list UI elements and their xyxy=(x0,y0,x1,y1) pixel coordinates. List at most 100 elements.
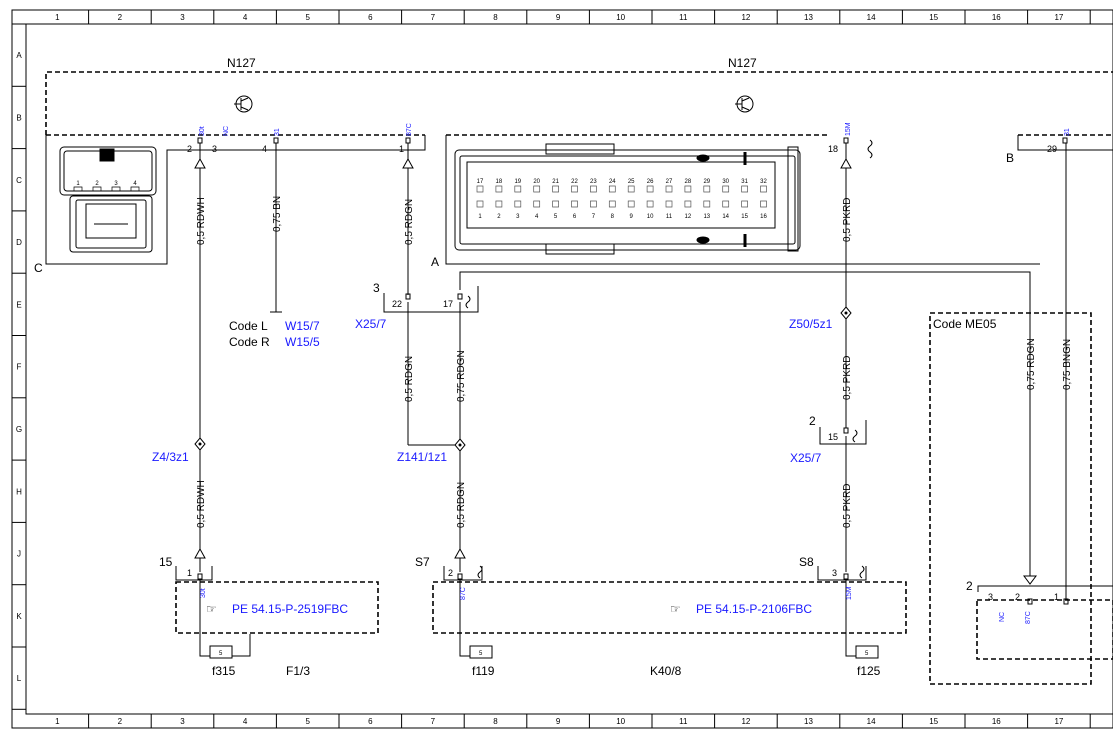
grid-column-label: 4 xyxy=(243,13,248,22)
fuse-value: 5 xyxy=(219,651,223,657)
grid-column-label: 12 xyxy=(741,717,750,726)
plug-pin-label: 32 xyxy=(760,179,767,185)
pin-tag-30t: 30t xyxy=(199,126,206,136)
wire-label: 0,5 PKRD xyxy=(842,198,853,242)
plug-pin-socket xyxy=(647,186,653,192)
plug-pin-socket xyxy=(666,186,672,192)
grid-column-label: 16 xyxy=(992,13,1001,22)
me-pin-1: 1 xyxy=(1054,592,1059,602)
splice-z141-label: Z141/1z1 xyxy=(397,450,447,464)
pin-markers xyxy=(406,294,462,299)
plug-pin-socket xyxy=(628,201,634,207)
wire-label: 0,5 RDGN xyxy=(404,199,415,245)
pin-marker xyxy=(844,428,848,433)
grid-row-label: K xyxy=(16,612,22,621)
plug-pin-label: 11 xyxy=(666,214,673,220)
connector-b-label: B xyxy=(1006,151,1014,165)
x25-7-top-num: 3 xyxy=(373,281,380,295)
plug-pin-label: 1 xyxy=(478,214,482,220)
arrow-markers xyxy=(195,159,1036,584)
plug-pin-socket xyxy=(515,186,521,192)
x25-7-top-label: X25/7 xyxy=(355,317,387,331)
pin-tag-87c: 87C xyxy=(460,587,467,600)
transistor-icon xyxy=(234,96,252,112)
grid-column-label: 3 xyxy=(180,13,185,22)
grid-column-label: 7 xyxy=(431,717,436,726)
pin-marker xyxy=(458,574,462,579)
grid-row-label: G xyxy=(16,425,22,434)
plug-pin-label: 26 xyxy=(647,179,654,185)
plug-pin-label: 22 xyxy=(571,179,578,185)
grid-column-label: 4 xyxy=(243,717,248,726)
plug-pin-socket xyxy=(704,186,710,192)
me05-connector-box xyxy=(977,600,1113,659)
connector-b-outline xyxy=(1018,135,1113,150)
plug-pin-socket xyxy=(704,201,710,207)
relay-pin-label: 2 xyxy=(95,181,99,187)
grid-row-label: D xyxy=(16,238,22,247)
grid-column-label: 10 xyxy=(616,13,625,22)
relay-pin-slot xyxy=(131,187,139,191)
diagram-inner-frame xyxy=(26,24,1113,714)
code-l-label: Code L xyxy=(229,319,268,333)
wire-label: 0,5 RDWH xyxy=(196,197,207,245)
connector-2-label: 2 xyxy=(966,579,973,593)
grid-column-label: 9 xyxy=(556,717,561,726)
transistor-icon xyxy=(735,96,753,112)
plug-pin-socket xyxy=(553,186,559,192)
plug-pin-socket xyxy=(742,186,748,192)
grid-column-label: 17 xyxy=(1054,717,1063,726)
fuse-f315-label: f315 xyxy=(212,664,236,678)
connector-s7-label: S7 xyxy=(415,555,430,569)
pin-3: 3 xyxy=(212,144,217,154)
unit-k40-8-label: K40/8 xyxy=(650,664,682,678)
grid-column-label: 13 xyxy=(804,717,813,726)
me05-connector-top xyxy=(978,586,1113,592)
grid-row-label: A xyxy=(16,51,22,60)
plug-pin-socket xyxy=(496,186,502,192)
fuse-icons xyxy=(210,646,878,658)
grid-column-label: 5 xyxy=(305,13,310,22)
k40-box-top-left xyxy=(444,566,482,580)
pin-marker xyxy=(844,574,848,579)
pin-marker xyxy=(198,574,202,579)
grid-column-label: 15 xyxy=(929,13,938,22)
grid-row-label: J xyxy=(17,550,21,559)
pin-tag-31-b: 31 xyxy=(1064,128,1071,136)
grid-column-label: 2 xyxy=(118,13,123,22)
fuse-f119-label: f119 xyxy=(472,664,495,678)
f315-pin-1: 1 xyxy=(187,568,192,578)
plug-pin-socket xyxy=(761,186,767,192)
pin-markers xyxy=(1028,599,1068,604)
n127-right-label: N127 xyxy=(728,56,757,70)
grid-column-label: 5 xyxy=(305,717,310,726)
plug-pin-socket xyxy=(742,201,748,207)
plug-pin-socket xyxy=(534,186,540,192)
connector-c-label: C xyxy=(34,261,43,275)
relay-pin-slot xyxy=(112,187,120,191)
grid-column-label: 12 xyxy=(741,13,750,22)
plug-pin-label: 19 xyxy=(514,179,521,185)
f1-3-box xyxy=(176,582,378,633)
plug-pin-label: 16 xyxy=(760,214,767,220)
pin-tag-87c: 87C xyxy=(1025,611,1032,624)
grid-row-label: E xyxy=(16,300,21,309)
grid-column-label: 11 xyxy=(679,717,688,726)
wire-label: 0,5 RDWH xyxy=(196,480,207,528)
plug-pin-label: 7 xyxy=(592,214,596,220)
plug-pin-socket xyxy=(534,201,540,207)
x25-7-bottom-outline xyxy=(820,420,866,444)
f1-3-box-top xyxy=(176,566,212,580)
pe-ref-1: PE 54.15-P-2519FBC xyxy=(232,602,348,616)
code-l-ref: W15/7 xyxy=(285,319,320,333)
grid-column-label: 17 xyxy=(1054,13,1063,22)
plug-pin-socket xyxy=(572,201,578,207)
plug-pin-socket xyxy=(590,186,596,192)
plug-pin-socket xyxy=(477,201,483,207)
grid-row-label: F xyxy=(17,363,22,372)
plug-pin-label: 10 xyxy=(647,214,654,220)
